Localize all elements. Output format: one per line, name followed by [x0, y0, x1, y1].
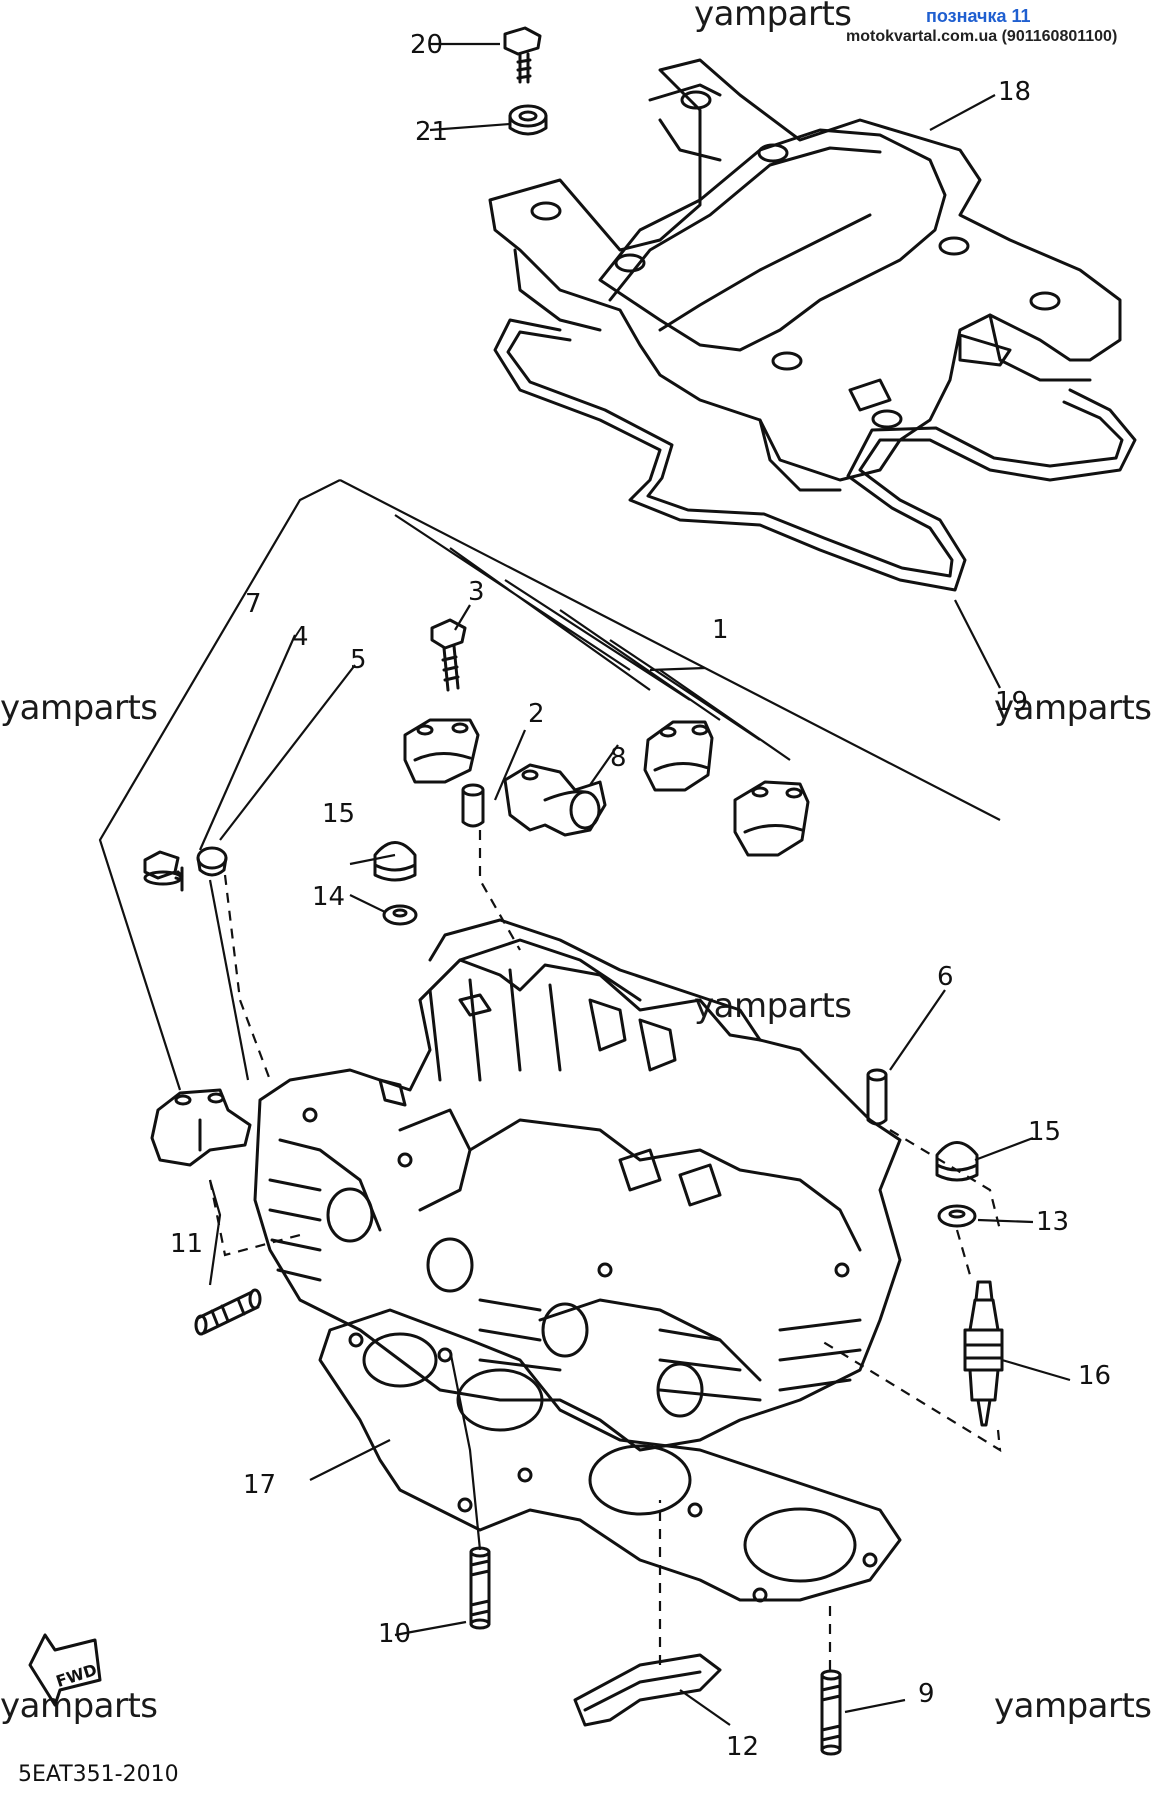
callout-4[interactable]: 4	[292, 622, 309, 652]
callout-7[interactable]: 7	[245, 589, 262, 619]
watermark-right: yamparts	[994, 688, 1152, 728]
callout-10[interactable]: 10	[378, 1619, 411, 1649]
camshaft-cap-c[interactable]	[733, 780, 810, 857]
callout-18[interactable]: 18	[998, 77, 1031, 107]
callout-21[interactable]: 21	[415, 117, 448, 147]
bolt-7[interactable]	[143, 850, 184, 892]
watermark-bottom-left: yamparts	[0, 1686, 158, 1726]
washer-14[interactable]	[382, 904, 418, 926]
position-tag[interactable]: позначка 11	[926, 6, 1031, 26]
chain-guide[interactable]	[573, 1653, 722, 1727]
leader-lines	[98, 42, 1071, 1726]
callout-8[interactable]: 8	[610, 743, 627, 773]
cap-nut-15-upper[interactable]	[373, 841, 417, 882]
callout-13[interactable]: 13	[1036, 1207, 1069, 1237]
watermark-center: yamparts	[694, 986, 852, 1026]
watermark-top: yamparts	[694, 0, 852, 34]
callout-9[interactable]: 9	[918, 1679, 935, 1709]
camshaft-cap-d[interactable]	[150, 1088, 252, 1167]
head-cover-gasket[interactable]	[493, 318, 1137, 592]
callout-3[interactable]: 3	[468, 577, 485, 607]
site-reference[interactable]: motokvartal.com.ua (901160801100)	[846, 28, 1118, 45]
camshaft-cap-b[interactable]	[643, 720, 714, 792]
stud-bolt-9[interactable]	[820, 1669, 842, 1756]
callout-16[interactable]: 16	[1078, 1361, 1111, 1391]
callout-11[interactable]: 11	[170, 1229, 203, 1259]
callout-14[interactable]: 14	[312, 882, 345, 912]
callout-20[interactable]: 20	[410, 30, 443, 60]
bolt-3[interactable]	[430, 618, 467, 692]
diagram-code: 5EAT351-2010	[18, 1762, 179, 1787]
watermark-bottom-right: yamparts	[994, 1686, 1152, 1726]
cylinder-head-gasket[interactable]	[318, 1308, 902, 1603]
washer-5[interactable]	[196, 846, 228, 877]
guide-pin-6[interactable]	[866, 1068, 888, 1126]
spark-plug[interactable]	[963, 1280, 1004, 1427]
callout-15-upper[interactable]: 15	[322, 799, 355, 829]
callout-12[interactable]: 12	[726, 1732, 759, 1762]
fwd-arrow-badge	[28, 1633, 102, 1707]
watermark-left: yamparts	[0, 688, 158, 728]
callout-6[interactable]: 6	[937, 962, 954, 992]
cylinder-head-cover[interactable]	[488, 58, 1122, 492]
callout-2[interactable]: 2	[528, 699, 545, 729]
stud-bolt-10[interactable]	[469, 1546, 491, 1630]
callout-19[interactable]: 19	[995, 687, 1028, 717]
washer-21[interactable]	[508, 104, 548, 136]
stud-bolt-11[interactable]	[194, 1288, 262, 1336]
chain-tensioner-8[interactable]	[503, 763, 607, 837]
cylinder-head[interactable]	[253, 918, 902, 1452]
washer-13[interactable]	[937, 1204, 977, 1228]
callout-17[interactable]: 17	[243, 1470, 276, 1500]
callout-labels: 1 2 3 4 5 6 7 8 9 10 11 12 13 14 15 15 1…	[54, 30, 1112, 1762]
callout-1[interactable]: 1	[712, 615, 729, 645]
camshaft-cap-a[interactable]	[403, 718, 480, 784]
callout-5[interactable]: 5	[350, 645, 367, 675]
bolt-20[interactable]	[503, 26, 542, 84]
callout-15-lower[interactable]: 15	[1028, 1117, 1061, 1147]
dowel-pin-2[interactable]	[461, 783, 485, 828]
